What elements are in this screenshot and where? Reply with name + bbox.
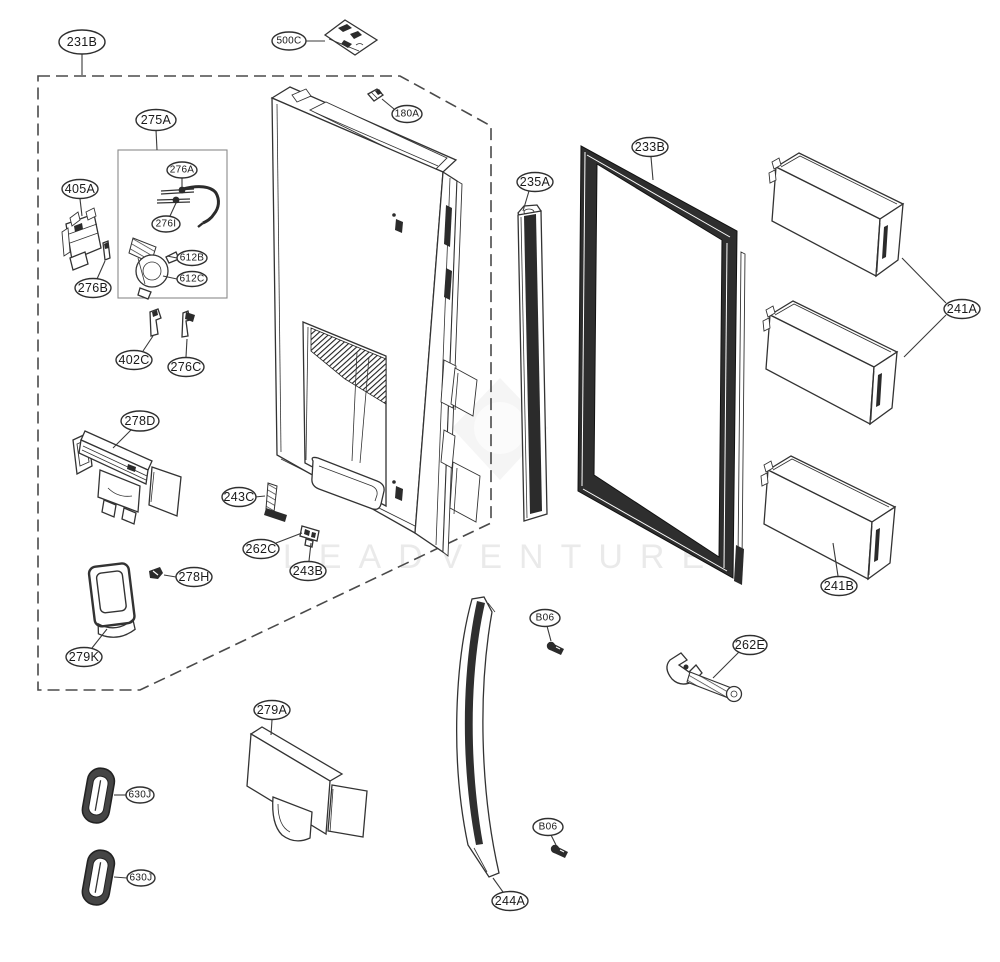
part-241A-bin-1 — [768, 152, 905, 278]
part-244A-handle — [456, 596, 500, 878]
part-276B-clip — [102, 240, 111, 261]
callout-B06-2[interactable]: B06 — [532, 817, 564, 846]
callout-630J-2[interactable]: 630J — [113, 869, 156, 887]
callout-262C[interactable]: 262C — [242, 532, 303, 560]
part-B06-screw-1 — [546, 641, 564, 655]
part-276A-tube — [156, 185, 220, 228]
part-number: 276I — [156, 219, 177, 230]
part-number: 276C — [170, 360, 201, 374]
part-276C-pin — [181, 310, 195, 338]
part-180A-screw — [366, 88, 385, 102]
part-241A-bin-2 — [762, 300, 899, 426]
part-number: 275A — [141, 113, 172, 127]
part-number: 233B — [635, 140, 665, 154]
door-panel-assembly — [270, 86, 481, 557]
assembly-boundary-dashed-box — [37, 75, 492, 691]
watermark-text: LEADVENTURE — [283, 538, 721, 576]
part-number: 278D — [124, 414, 155, 428]
sub-assembly-box-275A — [117, 149, 228, 299]
callout-262E[interactable]: 262E — [712, 634, 768, 679]
callout-275A[interactable]: 275A — [135, 108, 177, 151]
part-number: 402C — [118, 353, 149, 367]
callout-276B[interactable]: 276B — [74, 260, 112, 299]
part-279K-cover — [87, 562, 136, 638]
part-278D-bracket — [72, 430, 182, 525]
part-number: 231B — [67, 35, 97, 49]
part-number: 262C — [245, 542, 276, 556]
part-number: 278H — [178, 570, 209, 584]
callout-405A[interactable]: 405A — [61, 178, 99, 217]
part-number: 279K — [69, 650, 100, 664]
callout-241B[interactable]: 241B — [820, 542, 858, 597]
callout-233B[interactable]: 233B — [631, 136, 669, 181]
part-630J-gasket-2 — [81, 849, 116, 906]
callout-B06-1[interactable]: B06 — [529, 608, 561, 642]
callout-402C[interactable]: 402C — [115, 335, 154, 371]
part-number: 630J — [130, 873, 153, 884]
callout-243C[interactable]: 243C — [221, 486, 266, 508]
part-number: B06 — [539, 822, 558, 833]
callout-235A[interactable]: 235A — [516, 171, 554, 212]
part-278H-clip — [149, 567, 163, 579]
part-number: 405A — [65, 182, 96, 196]
callout-231B[interactable]: 231B — [58, 29, 106, 75]
part-B06-screw-2 — [550, 844, 568, 858]
callout-276I[interactable]: 276I — [151, 202, 181, 233]
callout-276A[interactable]: 276A — [166, 161, 198, 187]
part-number: 276B — [78, 281, 108, 295]
part-number: 630J — [129, 790, 152, 801]
callout-500C[interactable]: 500C — [271, 31, 325, 51]
callout-244A[interactable]: 244A — [491, 877, 529, 912]
part-number: 276A — [170, 165, 195, 176]
part-number: 612C — [179, 274, 204, 285]
callout-278H[interactable]: 278H — [163, 566, 213, 588]
part-262E-wrench — [666, 652, 743, 703]
part-630J-gasket-1 — [81, 767, 116, 824]
part-243B-clip — [299, 525, 320, 548]
callout-243B[interactable]: 243B — [289, 542, 327, 582]
callout-241A[interactable]: 241A — [901, 257, 981, 358]
part-233B-gasket — [577, 145, 746, 585]
part-402C-clip — [149, 308, 162, 337]
callout-279K[interactable]: 279K — [65, 628, 108, 668]
part-number: 279A — [257, 703, 288, 717]
part-number: 243B — [293, 564, 323, 578]
part-279A-cover — [246, 726, 368, 842]
part-241B-bin — [760, 455, 897, 581]
part-number: 180A — [395, 109, 420, 120]
callout-612C[interactable]: 612C — [162, 270, 208, 288]
part-number: 500C — [276, 36, 301, 47]
part-243C-channel — [264, 482, 287, 522]
part-number: 612B — [180, 253, 205, 264]
callout-612B[interactable]: 612B — [166, 249, 208, 267]
part-612-pump — [128, 237, 180, 300]
part-number: 241B — [824, 579, 854, 593]
part-number: B06 — [536, 613, 555, 624]
part-number: 235A — [520, 175, 551, 189]
part-number: 241A — [947, 302, 978, 316]
part-number: 243C — [223, 490, 254, 504]
part-235A-trim-strip — [517, 204, 548, 522]
callout-180A[interactable]: 180A — [381, 98, 423, 124]
part-number: 262E — [735, 638, 765, 652]
callout-630J-1[interactable]: 630J — [114, 786, 155, 804]
callout-279A[interactable]: 279A — [253, 699, 291, 736]
part-405A-bracket — [61, 207, 102, 271]
callout-278D[interactable]: 278D — [112, 410, 160, 449]
part-number: 244A — [495, 894, 526, 908]
part-500C-pcb — [323, 19, 379, 56]
callout-276C[interactable]: 276C — [167, 338, 205, 378]
